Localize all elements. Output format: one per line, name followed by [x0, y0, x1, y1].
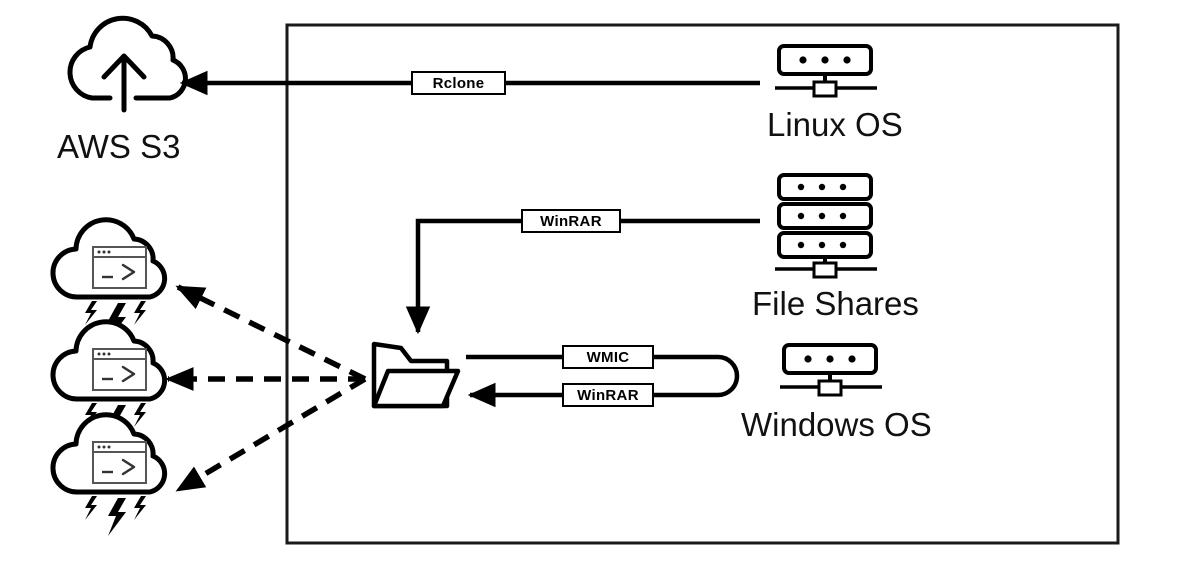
node-label-aws-s3: AWS S3 [57, 128, 181, 165]
attacker-cloud-3 [50, 412, 168, 536]
edge-folder-to-cloud-1 [175, 284, 367, 382]
cloud-upload-icon [67, 15, 188, 113]
node-label-file-shares: File Shares [752, 285, 919, 322]
victim-environment-boundary [285, 23, 1120, 545]
edge-label-winrar-windows: WinRAR [562, 383, 654, 407]
edge-fileshares-to-folder [405, 218, 760, 335]
node-label-linux-os: Linux OS [767, 106, 903, 143]
edge-label-winrar-file-shares: WinRAR [521, 209, 621, 233]
server-stack-icon-file-shares [775, 173, 877, 279]
server-single-icon-linux [775, 44, 877, 98]
folder-open-icon [371, 341, 461, 409]
node-label-windows-os: Windows OS [741, 406, 932, 443]
server-single-icon-windows [780, 343, 882, 397]
edge-label-wmic: WMIC [562, 345, 654, 369]
edge-label-rclone: Rclone [411, 71, 506, 95]
edge-folder-windows-loop [466, 354, 740, 408]
edge-folder-to-cloud-3 [175, 376, 367, 493]
